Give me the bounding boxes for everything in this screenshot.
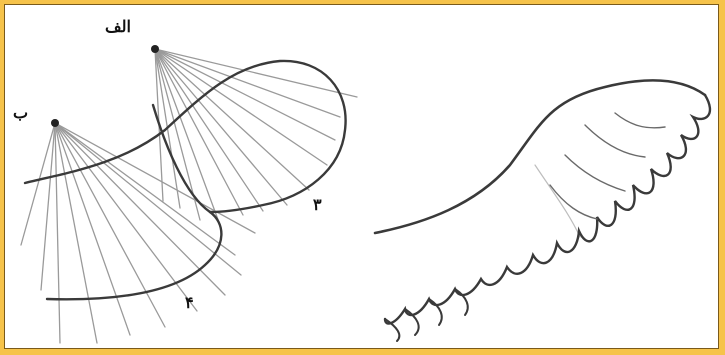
wing-inner-feather-lines (550, 113, 665, 219)
illustration-panel: الف ب ۳ ۴ (4, 4, 719, 349)
label-point-a: الف (105, 19, 131, 35)
wing-construction-drawing (5, 5, 719, 349)
label-curve-4: ۴ (185, 295, 194, 311)
wing-guide-line (535, 165, 580, 237)
wing-feather-tips (385, 289, 468, 341)
wing-feather-scallops (385, 95, 710, 324)
label-curve-3: ۳ (313, 197, 322, 213)
point-b-dot (51, 119, 59, 127)
wing-leading-edge (375, 80, 705, 233)
rays-from-point-b (21, 123, 255, 343)
finished-wing-drawing (375, 80, 710, 341)
label-point-b: ب (13, 105, 28, 121)
point-a-dot (151, 45, 159, 53)
